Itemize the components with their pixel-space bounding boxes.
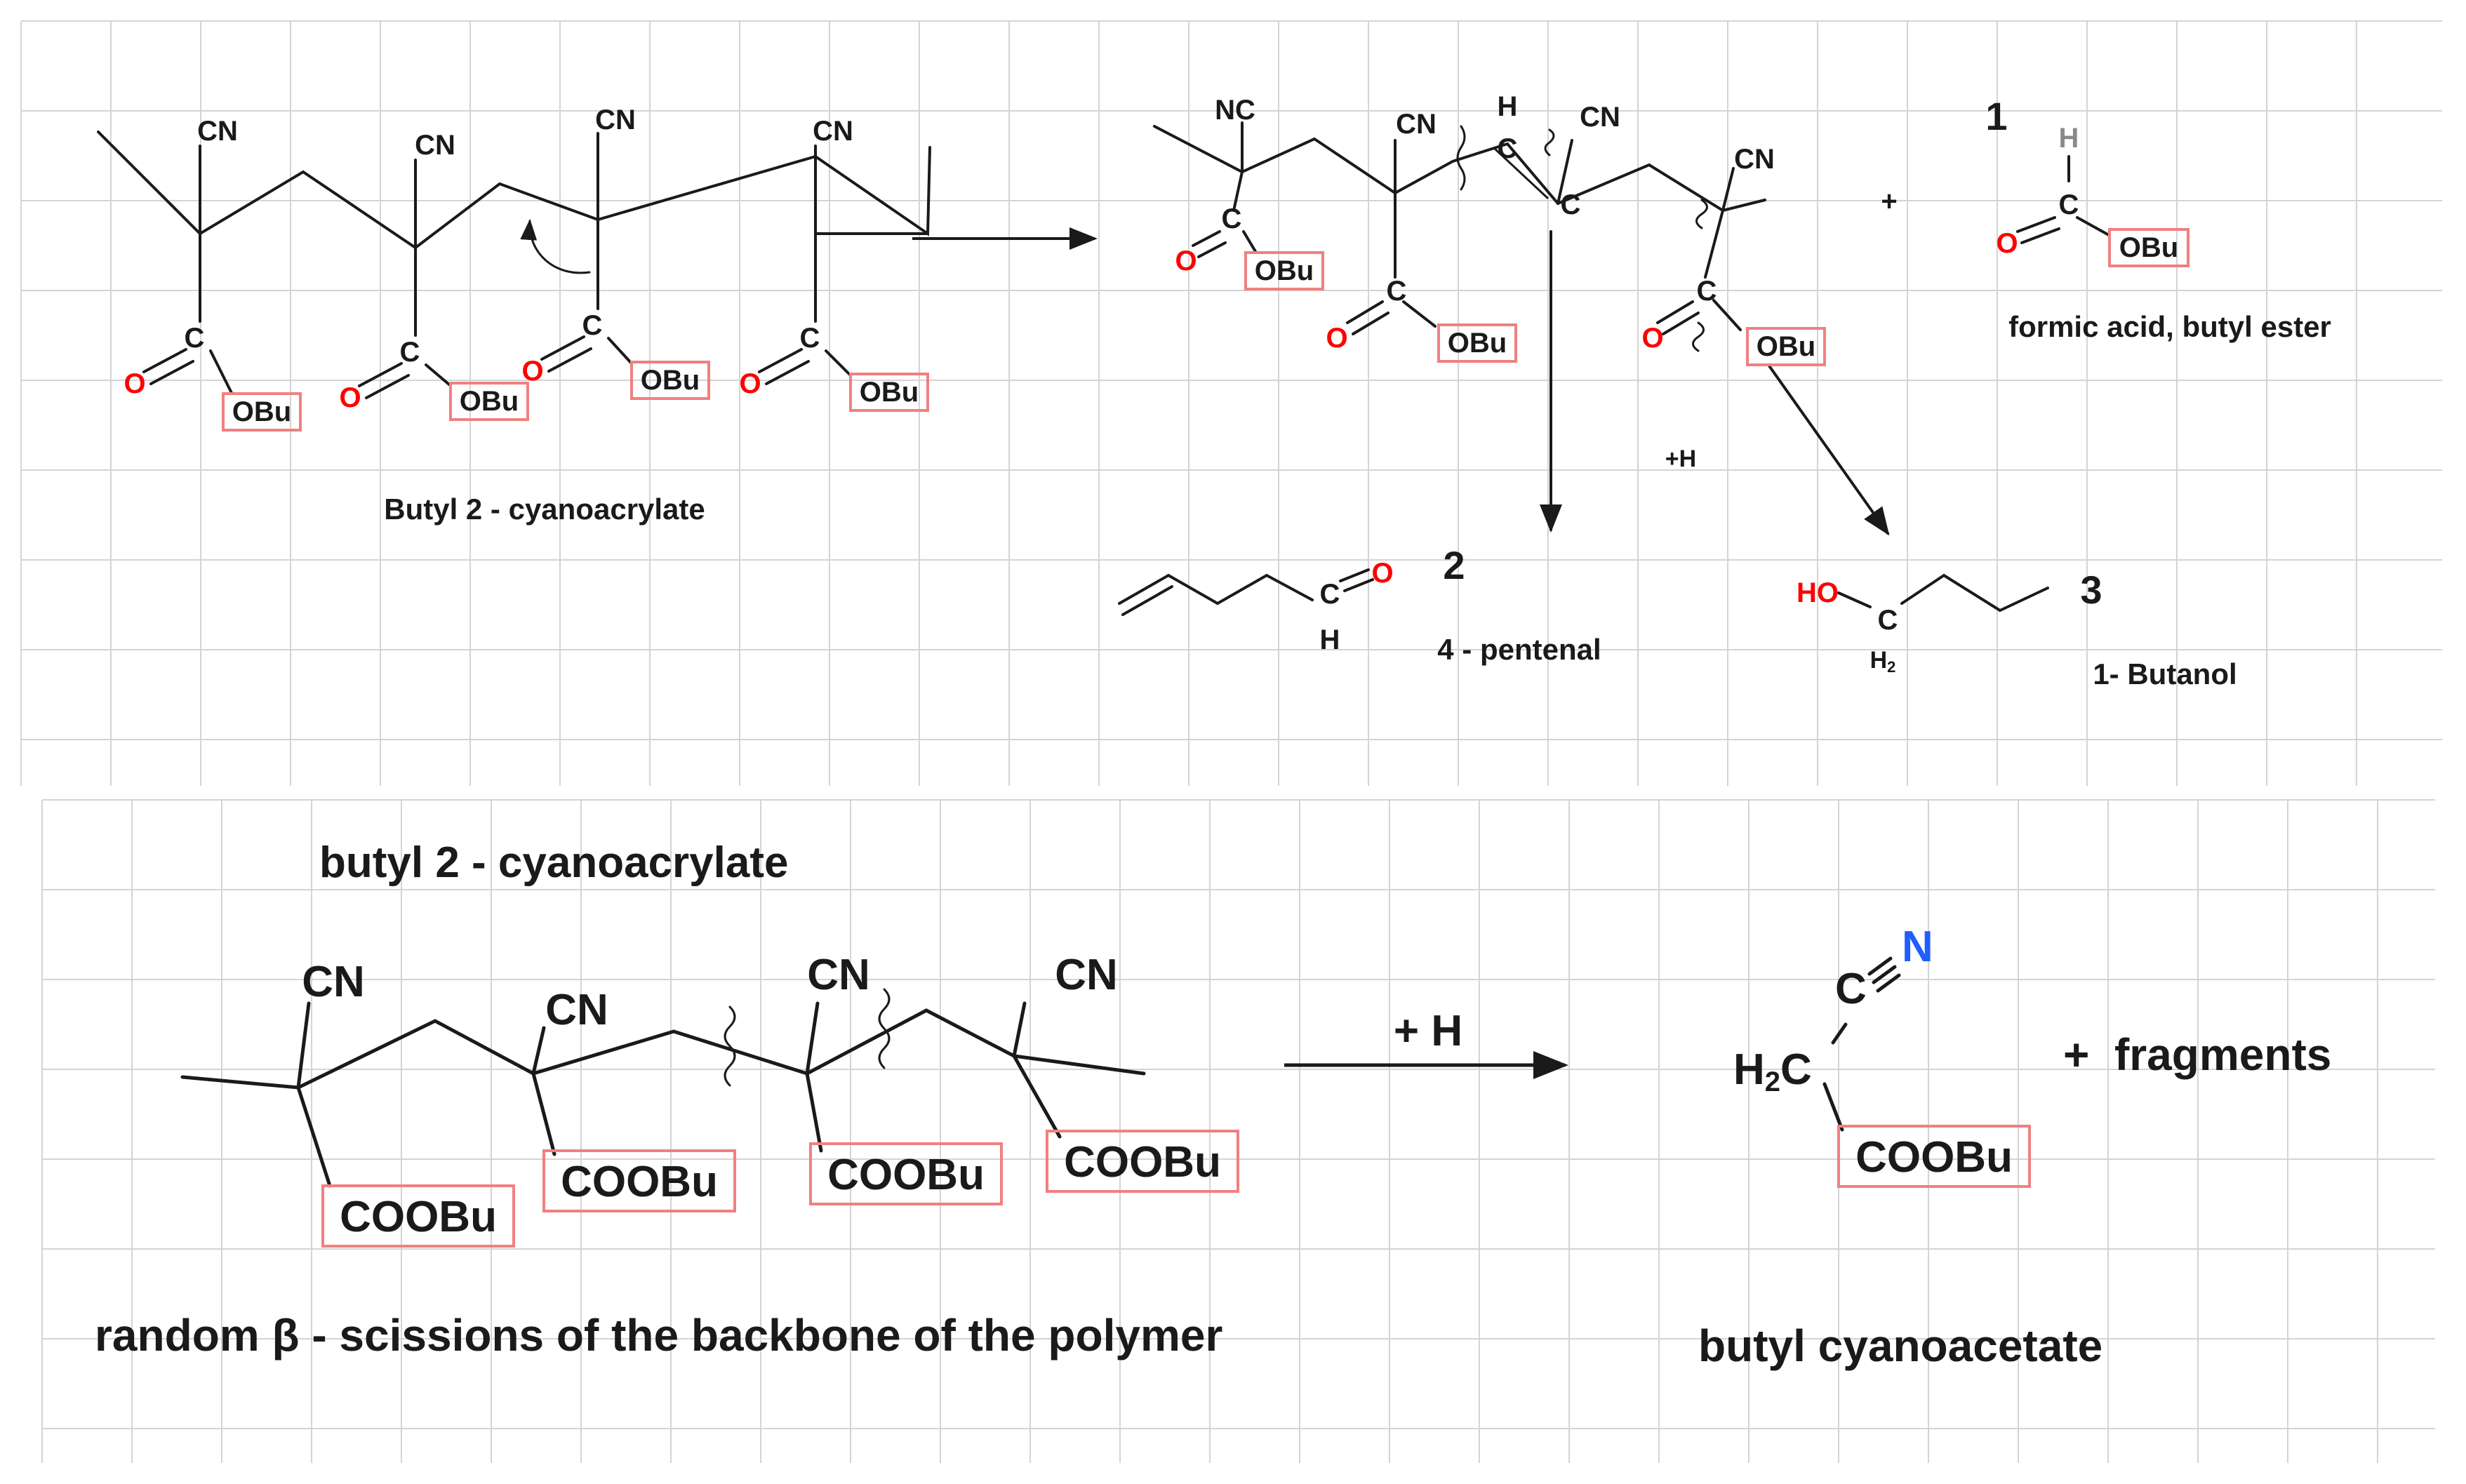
obu-label: OBu xyxy=(1757,331,1815,362)
nitrile-carbon-label: C xyxy=(1835,965,1867,1013)
pentenal-structure xyxy=(1118,568,1374,616)
product-caption: butyl cyanoacetate xyxy=(1698,1321,2102,1371)
nitrogen-label: N xyxy=(1902,923,1933,971)
carbon-label: C xyxy=(1878,605,1898,636)
butanol-labels: HO C H2 xyxy=(1797,577,1898,676)
obu-label: OBu xyxy=(2119,232,2178,263)
hydrogen-label: H xyxy=(1498,91,1518,122)
top-polymer-labels: CN CN CN CN C C C C O O O O xyxy=(124,105,853,413)
obu-label: OBu xyxy=(860,377,919,408)
coobu-label: COOBu xyxy=(1855,1133,2013,1182)
cn-label: CN xyxy=(595,105,636,135)
pentenal-labels: C O H xyxy=(1320,558,1394,655)
cn-label: CN xyxy=(813,116,853,147)
carbon-label: C xyxy=(1320,579,1340,610)
coobu-label: COOBu xyxy=(561,1158,718,1206)
bottom-coobu-groups: COOBu COOBu COOBu COOBu xyxy=(321,1130,1239,1248)
obu-label: OBu xyxy=(1448,328,1507,359)
product-number-3: 3 xyxy=(2080,568,2102,612)
formic-ester-name: formic acid, butyl ester xyxy=(2008,310,2331,343)
butanol-name: 1- Butanol xyxy=(2093,657,2237,690)
oxygen-label: O xyxy=(339,382,361,413)
oxygen-label: O xyxy=(521,356,543,387)
obu-label: OBu xyxy=(641,365,700,396)
hydrogen-label: H2 xyxy=(1870,647,1896,676)
bottom-cn-labels: CN CN CN CN xyxy=(302,951,1118,1034)
methylene-label: H2C xyxy=(1733,1045,1812,1097)
plus-h-label: +H xyxy=(1665,446,1696,472)
carbon-label: C xyxy=(1697,276,1717,307)
cyanoacetate-structure xyxy=(1822,956,1901,1132)
plus-fragments-label: + fragments xyxy=(2063,1029,2331,1080)
cn-label: CN xyxy=(415,130,455,161)
bottom-title: butyl 2 - cyanoacrylate xyxy=(319,838,789,887)
hydrogen-label: H xyxy=(2059,123,2079,154)
coobu-label: COOBu xyxy=(1064,1138,1221,1186)
carbon-label: C xyxy=(185,323,205,354)
formic-ester-labels: H C O OBu xyxy=(1996,123,2190,267)
top-obu-groups: OBu OBu OBu OBu xyxy=(222,361,929,432)
hydroxyl-label: HO xyxy=(1797,577,1839,608)
obu-label: OBu xyxy=(1255,255,1314,286)
cn-label: CN xyxy=(545,986,608,1034)
nc-label: NC xyxy=(1215,95,1255,126)
cn-label: CN xyxy=(807,951,870,999)
electron-arrow xyxy=(520,219,591,274)
hydrogen-label: H xyxy=(1320,624,1340,655)
oxygen-label: O xyxy=(1996,228,2018,259)
background-grid xyxy=(20,20,2442,1463)
cn-label: CN xyxy=(302,958,365,1006)
pentenal-name: 4 - pentenal xyxy=(1437,633,1601,666)
cn-label: CN xyxy=(197,116,238,147)
cn-label: CN xyxy=(1396,109,1437,140)
product-number-1: 1 xyxy=(1985,94,2007,138)
cyanoacetate-labels: H2C C N COOBu xyxy=(1733,923,2031,1188)
obu-label: OBu xyxy=(232,396,291,427)
oxygen-label: O xyxy=(124,368,145,399)
carbon-label: C xyxy=(1222,203,1242,234)
top-degraded-labels: NC CN H C CN C CN C C C O O O xyxy=(1175,91,1774,354)
polymer-backbone xyxy=(97,131,931,250)
carbon-label: C xyxy=(400,337,420,368)
bottom-polymer-structure xyxy=(180,988,1146,1188)
carbon-label: C xyxy=(800,323,820,354)
oxygen-label: O xyxy=(1326,323,1347,354)
coobu-label: COOBu xyxy=(827,1151,985,1199)
butanol-structure xyxy=(1837,574,2049,612)
carbon-label: C xyxy=(1561,189,1581,220)
product-number-2: 2 xyxy=(1443,543,1465,587)
scission-caption: random β - scissions of the backbone of … xyxy=(95,1310,1222,1361)
cn-label: CN xyxy=(1734,144,1775,175)
obu-label: OBu xyxy=(460,386,519,417)
carbon-label: C xyxy=(582,310,603,341)
formic-ester-structure xyxy=(2016,155,2110,244)
carbon-label: C xyxy=(1498,133,1518,164)
top-degraded-chain xyxy=(1153,121,1890,536)
oxygen-label: O xyxy=(1175,246,1197,276)
coobu-label: COOBu xyxy=(340,1193,497,1241)
top-degraded-obu: OBu OBu OBu xyxy=(1244,251,1826,366)
polymer-name-label: Butyl 2 - cyanoacrylate xyxy=(384,493,705,526)
plus-h-label: + H xyxy=(1394,1007,1462,1055)
carbon-label: C xyxy=(2059,189,2079,220)
plus-sign: + xyxy=(1881,186,1897,217)
cn-label: CN xyxy=(1580,102,1620,133)
oxygen-label: O xyxy=(1371,558,1393,589)
cn-label: CN xyxy=(1055,951,1118,999)
oxygen-label: O xyxy=(739,368,761,399)
top-polymer-structure xyxy=(97,131,931,399)
oxygen-label: O xyxy=(1641,323,1663,354)
carbon-label: C xyxy=(1387,276,1407,307)
